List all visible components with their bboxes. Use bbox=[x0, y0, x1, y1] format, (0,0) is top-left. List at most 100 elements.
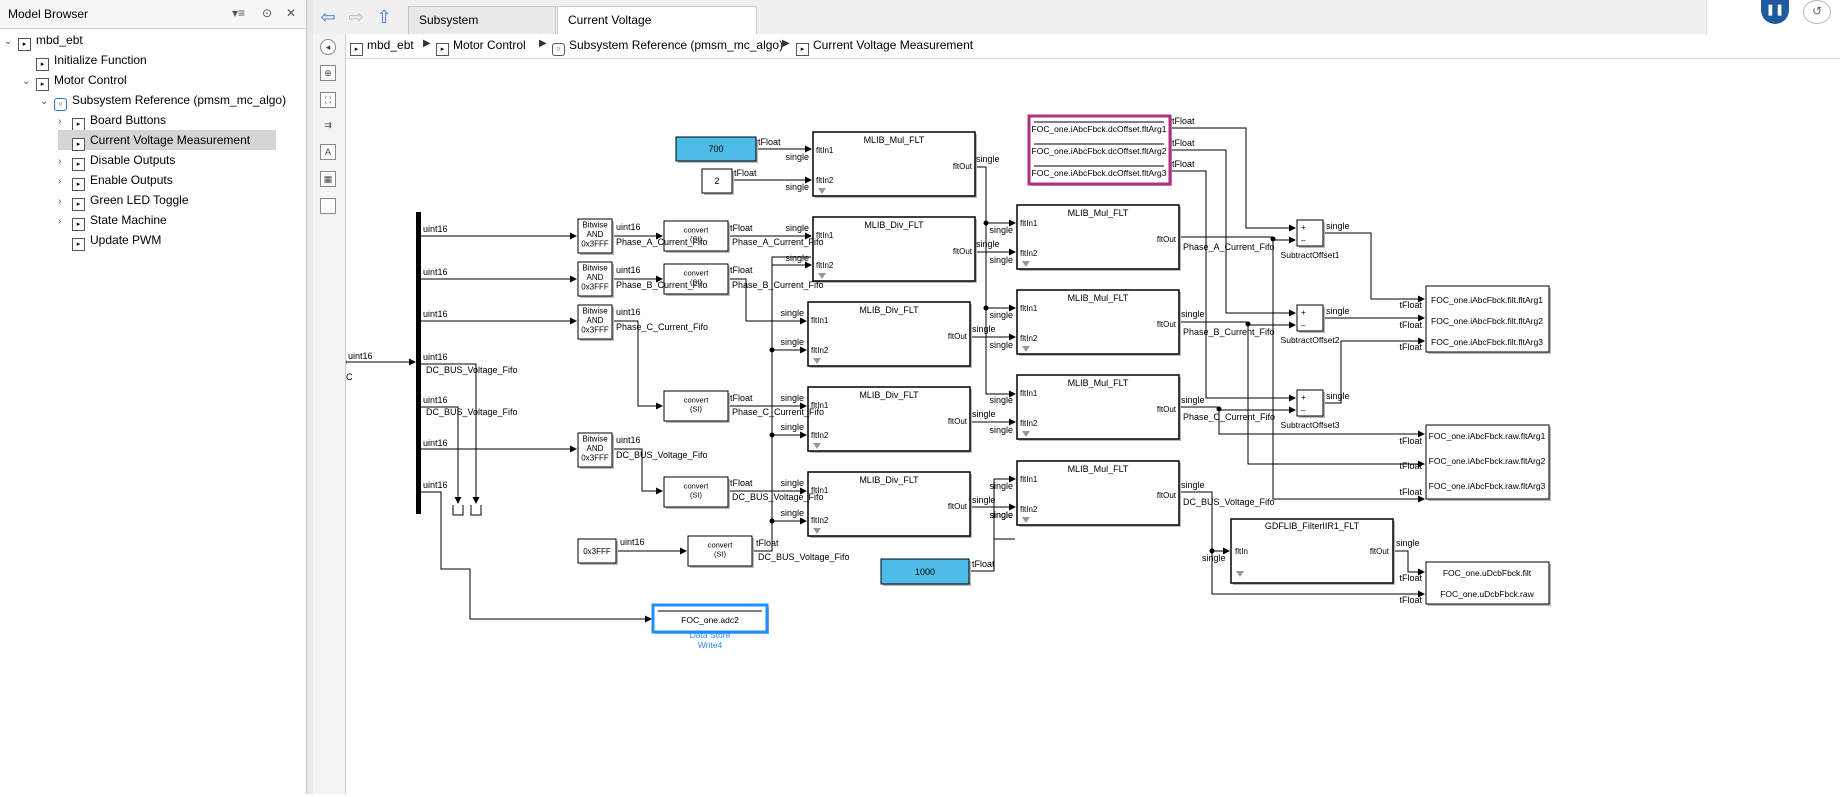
tree-item[interactable]: ›▸Enable Outputs bbox=[58, 170, 173, 191]
convert-block[interactable]: convert(SI) bbox=[663, 263, 730, 296]
signal-line[interactable] bbox=[1170, 170, 1296, 402]
tree-item[interactable]: ›▸Disable Outputs bbox=[58, 150, 175, 171]
raw-output-data-store-block[interactable]: FOC_one.iAbcFbck.raw.fltArg1FOC_one.iAbc… bbox=[1425, 424, 1551, 501]
signal-line[interactable] bbox=[752, 256, 811, 552]
tree-item[interactable]: ›▸Green LED Toggle bbox=[58, 190, 189, 211]
area-icon[interactable] bbox=[320, 198, 336, 214]
tree-item[interactable]: ▸Current Voltage Measurement bbox=[58, 130, 276, 151]
chevron-right-icon[interactable]: › bbox=[58, 216, 62, 227]
tree-item[interactable]: ›▸State Machine bbox=[58, 210, 167, 231]
signal-line[interactable] bbox=[612, 448, 663, 495]
tab-current-voltage-measurement[interactable]: Current Voltage Measurement✕ bbox=[557, 6, 757, 53]
options-icon[interactable]: ⊙ bbox=[262, 6, 273, 20]
breadcrumb-item-current-voltage-measurement[interactable]: ▸Current Voltage Measurement bbox=[796, 38, 973, 56]
up-arrow-icon[interactable]: ⇧ bbox=[376, 7, 392, 27]
signal-line[interactable] bbox=[612, 320, 663, 410]
panel-splitter[interactable] bbox=[307, 0, 313, 794]
back-arrow-icon[interactable]: ⇦ bbox=[320, 7, 336, 27]
tab-subsystem-reference[interactable]: Subsystem Reference✕ bbox=[408, 6, 556, 53]
annotation-icon[interactable]: A bbox=[320, 144, 336, 160]
image-icon[interactable]: ▦ bbox=[320, 171, 336, 187]
signal-line[interactable] bbox=[1272, 239, 1425, 503]
constant-1000[interactable]: 1000 bbox=[880, 558, 971, 586]
pause-icon[interactable]: ❚❚ bbox=[1761, 0, 1789, 24]
signal-line[interactable] bbox=[1323, 232, 1425, 303]
breadcrumb-item-subsystem-reference[interactable]: ○Subsystem Reference (pmsm_mc_algo) bbox=[552, 38, 783, 56]
breadcrumb-item-mbd-ebt[interactable]: ▸mbd_ebt bbox=[350, 38, 414, 56]
chevron-right-icon[interactable]: › bbox=[58, 176, 62, 187]
signal-line[interactable] bbox=[1179, 491, 1230, 555]
signal-arrow-icon[interactable]: ⇉ bbox=[324, 120, 332, 130]
block-diagram[interactable]: 1HW_ADCBitwiseAND0x3FFFBitwiseAND0x3FFFB… bbox=[313, 59, 1840, 794]
signal-line[interactable] bbox=[1247, 324, 1425, 468]
tree-item[interactable]: ›▸Board Buttons bbox=[58, 110, 166, 131]
constant-700[interactable]: 700 bbox=[675, 136, 758, 163]
tree-item[interactable]: ⌄▸mbd_ebt bbox=[4, 30, 83, 51]
convert-block[interactable]: convert(SI) bbox=[663, 390, 730, 423]
signal-line[interactable] bbox=[421, 491, 652, 623]
signal-line[interactable] bbox=[1211, 551, 1425, 598]
chevron-down-icon[interactable]: ⌄ bbox=[22, 76, 31, 87]
close-icon[interactable]: ✕ bbox=[286, 6, 297, 20]
signal-line[interactable] bbox=[969, 509, 995, 572]
chevron-right-icon[interactable]: › bbox=[58, 156, 62, 167]
convert-block[interactable]: convert(SI) bbox=[663, 220, 730, 253]
signal-line[interactable] bbox=[1170, 127, 1296, 232]
signal-line[interactable] bbox=[1179, 406, 1296, 414]
signal-line[interactable] bbox=[1179, 321, 1296, 329]
signal-line[interactable] bbox=[421, 363, 480, 504]
fit-to-view-icon[interactable]: ⛶ bbox=[320, 92, 336, 108]
signal-line[interactable] bbox=[1179, 236, 1296, 244]
udc-output-data-store-block[interactable]: FOC_one.uDcbFbck.filtFOC_one.uDcbFbck.ra… bbox=[1425, 561, 1551, 606]
convert-block[interactable]: convert(SI) bbox=[687, 535, 754, 568]
subtract-offset-block[interactable]: +–SubtractOffset3 bbox=[1281, 389, 1340, 430]
dc-offset-data-store-block[interactable]: FOC_one.iAbcFbck.dcOffset.fltArg1FOC_one… bbox=[1027, 114, 1172, 186]
constant-2[interactable]: 2 bbox=[701, 168, 734, 195]
signal-line[interactable] bbox=[728, 278, 807, 325]
signal-line[interactable] bbox=[1323, 337, 1425, 404]
signal-line[interactable] bbox=[1218, 409, 1425, 438]
breadcrumb-item-motor-control[interactable]: ▸Motor Control bbox=[436, 38, 526, 56]
hide-browser-icon[interactable]: ◂ bbox=[320, 39, 336, 55]
tree-item[interactable]: ⌄▸Motor Control bbox=[22, 70, 127, 91]
signal-line[interactable] bbox=[975, 166, 1015, 395]
tree-item[interactable]: ▸Initialize Function bbox=[22, 50, 147, 71]
tree-item[interactable]: ▸Update PWM bbox=[58, 230, 161, 251]
zoom-icon[interactable]: ⊕ bbox=[320, 65, 336, 81]
signal-label: DC_BUS_Voltage_Fifo bbox=[758, 552, 850, 562]
filt-output-data-store-block[interactable]: FOC_one.iAbcFbck.filt.fltArg1FOC_one.iAb… bbox=[1425, 285, 1551, 354]
subtract-offset-block[interactable]: +–SubtractOffset1 bbox=[1281, 219, 1340, 260]
signal-line[interactable] bbox=[1170, 149, 1296, 317]
undo-icon[interactable]: ↺ bbox=[1803, 0, 1831, 24]
subtract-offset-block[interactable]: +–SubtractOffset2 bbox=[1281, 304, 1340, 345]
chevron-down-icon[interactable]: ⌄ bbox=[4, 36, 13, 47]
signal-line[interactable] bbox=[421, 406, 462, 504]
constant-0x3fff[interactable]: 0x3FFF bbox=[577, 538, 618, 565]
signal-line[interactable] bbox=[1393, 550, 1425, 576]
tree-item[interactable]: ⌄○Subsystem Reference (pmsm_mc_algo) bbox=[40, 90, 286, 111]
forward-arrow-icon[interactable]: ⇨ bbox=[348, 7, 364, 27]
collapse-menu-icon[interactable]: ▾≡ bbox=[232, 6, 246, 20]
bus-selector[interactable] bbox=[416, 212, 421, 514]
chevron-right-icon[interactable]: › bbox=[58, 196, 62, 207]
convert-block[interactable]: convert(SI) bbox=[663, 476, 730, 509]
chevron-down-icon[interactable]: ⌄ bbox=[40, 96, 49, 107]
model-canvas[interactable]: 1HW_ADCBitwiseAND0x3FFFBitwiseAND0x3FFFB… bbox=[313, 59, 1840, 797]
signal-line[interactable] bbox=[993, 475, 1016, 513]
chevron-right-icon[interactable]: › bbox=[58, 116, 62, 127]
